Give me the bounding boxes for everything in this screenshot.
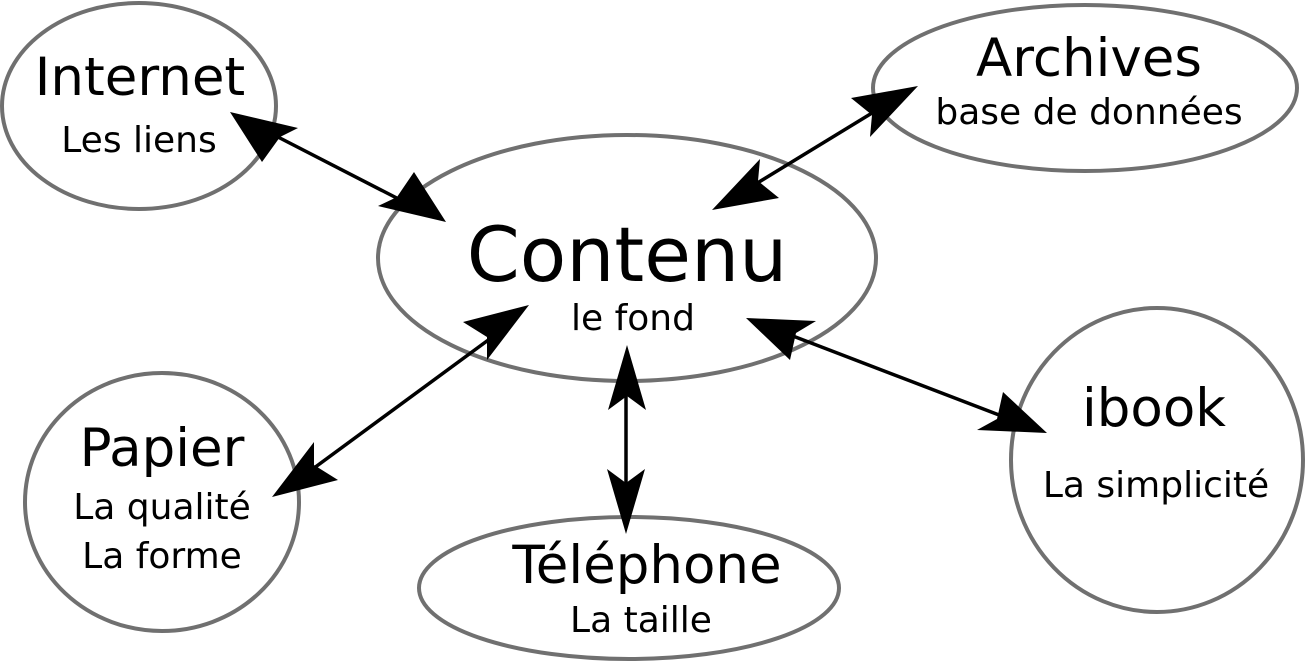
papier-title: Papier [80, 418, 245, 479]
internet-title: Internet [35, 47, 245, 108]
archives-connector-line [735, 97, 896, 198]
internet-subtitle: Les liens [61, 120, 217, 161]
papier-connector [272, 305, 529, 497]
arrowhead-ibook-end [977, 392, 1047, 433]
ibook-node-ellipse [1009, 306, 1305, 614]
center-title: Contenu [467, 210, 788, 299]
telephone-connector [607, 345, 646, 534]
arrowhead-telephone-end [607, 469, 645, 534]
papier-line-1: La qualité [73, 487, 251, 528]
internet-node-ellipse [0, 1, 278, 211]
archives-title: Archives [976, 28, 1202, 89]
arrowhead-center-internet-end [378, 172, 446, 222]
arrowhead-internet-end [230, 112, 298, 162]
ibook-title: ibook [1082, 378, 1226, 439]
arrowhead-papier-end [272, 442, 338, 497]
arrowhead-center-ibook-end [746, 318, 816, 360]
papier-line-2: La forme [82, 536, 242, 577]
archives-subtitle: base de données [935, 92, 1242, 133]
archives-node-ellipse [871, 3, 1299, 173]
arrowhead-center-telephone-end [608, 345, 646, 410]
internet-connector [230, 112, 446, 222]
ibook-subtitle: La simplicité [1043, 465, 1269, 506]
arrowhead-center-papier-end [463, 305, 529, 360]
papier-connector-line [293, 325, 508, 484]
ibook-connector-line [771, 326, 1021, 425]
archives-connector [712, 86, 918, 210]
papier-node-ellipse [23, 371, 301, 633]
arrowhead-archives-end [851, 86, 918, 137]
telephone-title: Téléphone [511, 535, 781, 596]
telephone-subtitle: La taille [570, 600, 712, 641]
ibook-connector [746, 318, 1047, 433]
center-subtitle: le fond [571, 298, 695, 339]
arrowhead-center-archives-end [712, 159, 779, 210]
